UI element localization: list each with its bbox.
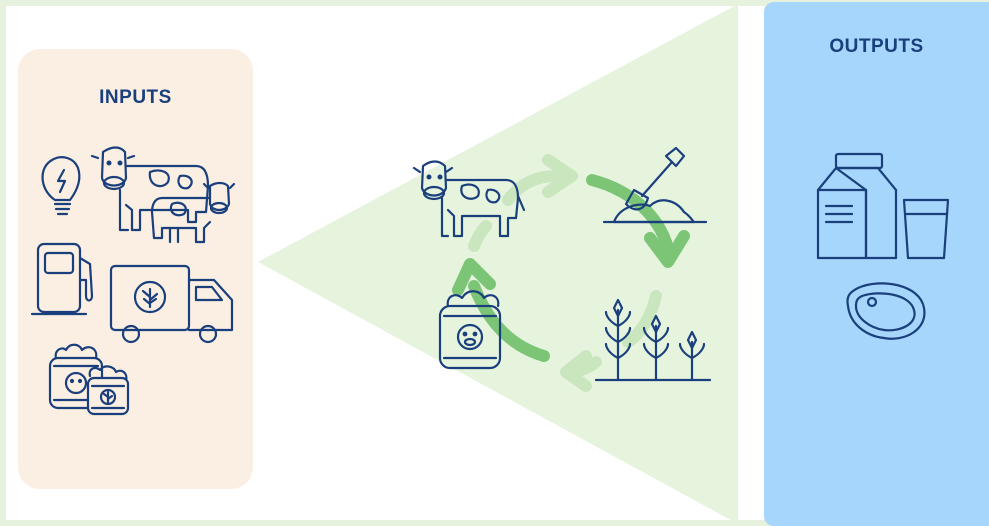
inputs-title: INPUTS [99, 87, 172, 108]
cycle-feed-sack-icon [438, 290, 502, 370]
delivery-truck-icon [109, 264, 234, 344]
outputs-panel: OUTPUTS [764, 2, 989, 526]
inputs-panel: INPUTS [18, 49, 253, 489]
outputs-title: OUTPUTS [829, 36, 924, 57]
steak-icon [846, 282, 926, 340]
cycle-crops-icon [594, 298, 712, 382]
arrow-cow-to-soil [502, 170, 562, 206]
fuel-pump-icon [30, 242, 94, 316]
cycle-arrows [452, 154, 690, 392]
glass-of-milk-icon [902, 198, 950, 260]
arrow-feed-to-cow [468, 280, 550, 362]
cycle-shovel-soil-icon [602, 146, 708, 224]
cows-icon [90, 146, 236, 244]
milk-carton-icon [816, 152, 898, 260]
cycle-cow-icon [412, 160, 526, 238]
feed-sacks-icon [48, 343, 130, 416]
lightbulb-icon [41, 156, 81, 216]
